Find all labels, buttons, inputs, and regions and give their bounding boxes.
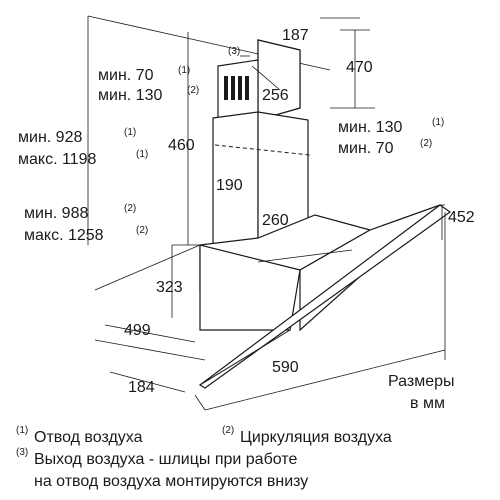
dim-184-label: 184 bbox=[128, 379, 155, 396]
dim-499-ext-bottom bbox=[94, 339, 206, 361]
hood-top-inner-line bbox=[257, 249, 353, 263]
max-1198-ref: (1) bbox=[136, 149, 148, 160]
upper-chimney-side bbox=[257, 39, 301, 121]
right-min-70-text: мин. 70 bbox=[338, 140, 394, 157]
legend-item-1: Отвод воздуха bbox=[34, 429, 143, 446]
dim-184-line bbox=[109, 371, 186, 393]
dim-590-line bbox=[204, 349, 446, 411]
dim-187-label: 187 bbox=[282, 27, 309, 44]
dim-499-label: 499 bbox=[124, 322, 151, 339]
dim-499-ext-top bbox=[94, 244, 201, 291]
legend: (1) Отвод воздуха (2) Циркуляция воздуха… bbox=[16, 425, 392, 490]
min-928-ref: (1) bbox=[124, 127, 136, 138]
hood-glass-panel bbox=[198, 204, 452, 389]
note-ref-3: (3) bbox=[228, 46, 240, 57]
min-70-ref: (1) bbox=[178, 65, 190, 76]
dim-260-label: 260 bbox=[262, 212, 289, 229]
min-988-text: мин. 988 bbox=[24, 205, 88, 222]
units-line2: в мм bbox=[410, 395, 445, 412]
ventilation-slots bbox=[224, 76, 249, 100]
min-70-text: мин. 70 bbox=[98, 67, 154, 84]
dim-590-ext-left bbox=[194, 394, 206, 411]
dim-470-label: 470 bbox=[346, 59, 373, 76]
right-min-70-ref: (2) bbox=[420, 138, 432, 149]
dim-323-label: 323 bbox=[156, 279, 183, 296]
legend-item-3-line1: Выход воздуха - шлицы при работе bbox=[34, 451, 297, 468]
min-130-text: мин. 130 bbox=[98, 87, 162, 104]
dim-256-leader bbox=[251, 65, 281, 91]
chimney-overlap-dashed bbox=[214, 144, 311, 156]
hood-glass-lower-edge bbox=[199, 329, 291, 386]
dim-460-label: 460 bbox=[168, 137, 195, 154]
right-min-130-ref: (1) bbox=[432, 117, 444, 128]
right-min-130-text: мин. 130 bbox=[338, 119, 402, 136]
legend-item-3-line2: на отвод воздуха монтируются внизу bbox=[34, 473, 308, 490]
max-1198-text: макс. 1198 bbox=[18, 151, 96, 168]
dim-499-line bbox=[104, 324, 196, 343]
min-988-ref: (2) bbox=[124, 203, 136, 214]
dim-256-label: 256 bbox=[262, 87, 289, 104]
legend-item-2: Циркуляция воздуха bbox=[240, 429, 392, 446]
dim-452-label: 452 bbox=[448, 209, 475, 226]
units-line1: Размеры bbox=[388, 373, 455, 390]
dim-590-label: 590 bbox=[272, 359, 299, 376]
legend-ref-3: (3) bbox=[16, 447, 28, 458]
dim-190-label: 190 bbox=[216, 177, 243, 194]
max-1258-text: макс. 1258 bbox=[24, 227, 104, 244]
legend-ref-1: (1) bbox=[16, 425, 28, 436]
min-130-ref: (2) bbox=[187, 85, 199, 96]
min-928-text: мин. 928 bbox=[18, 129, 82, 146]
max-1258-ref: (2) bbox=[136, 225, 148, 236]
legend-ref-2: (2) bbox=[222, 425, 234, 436]
